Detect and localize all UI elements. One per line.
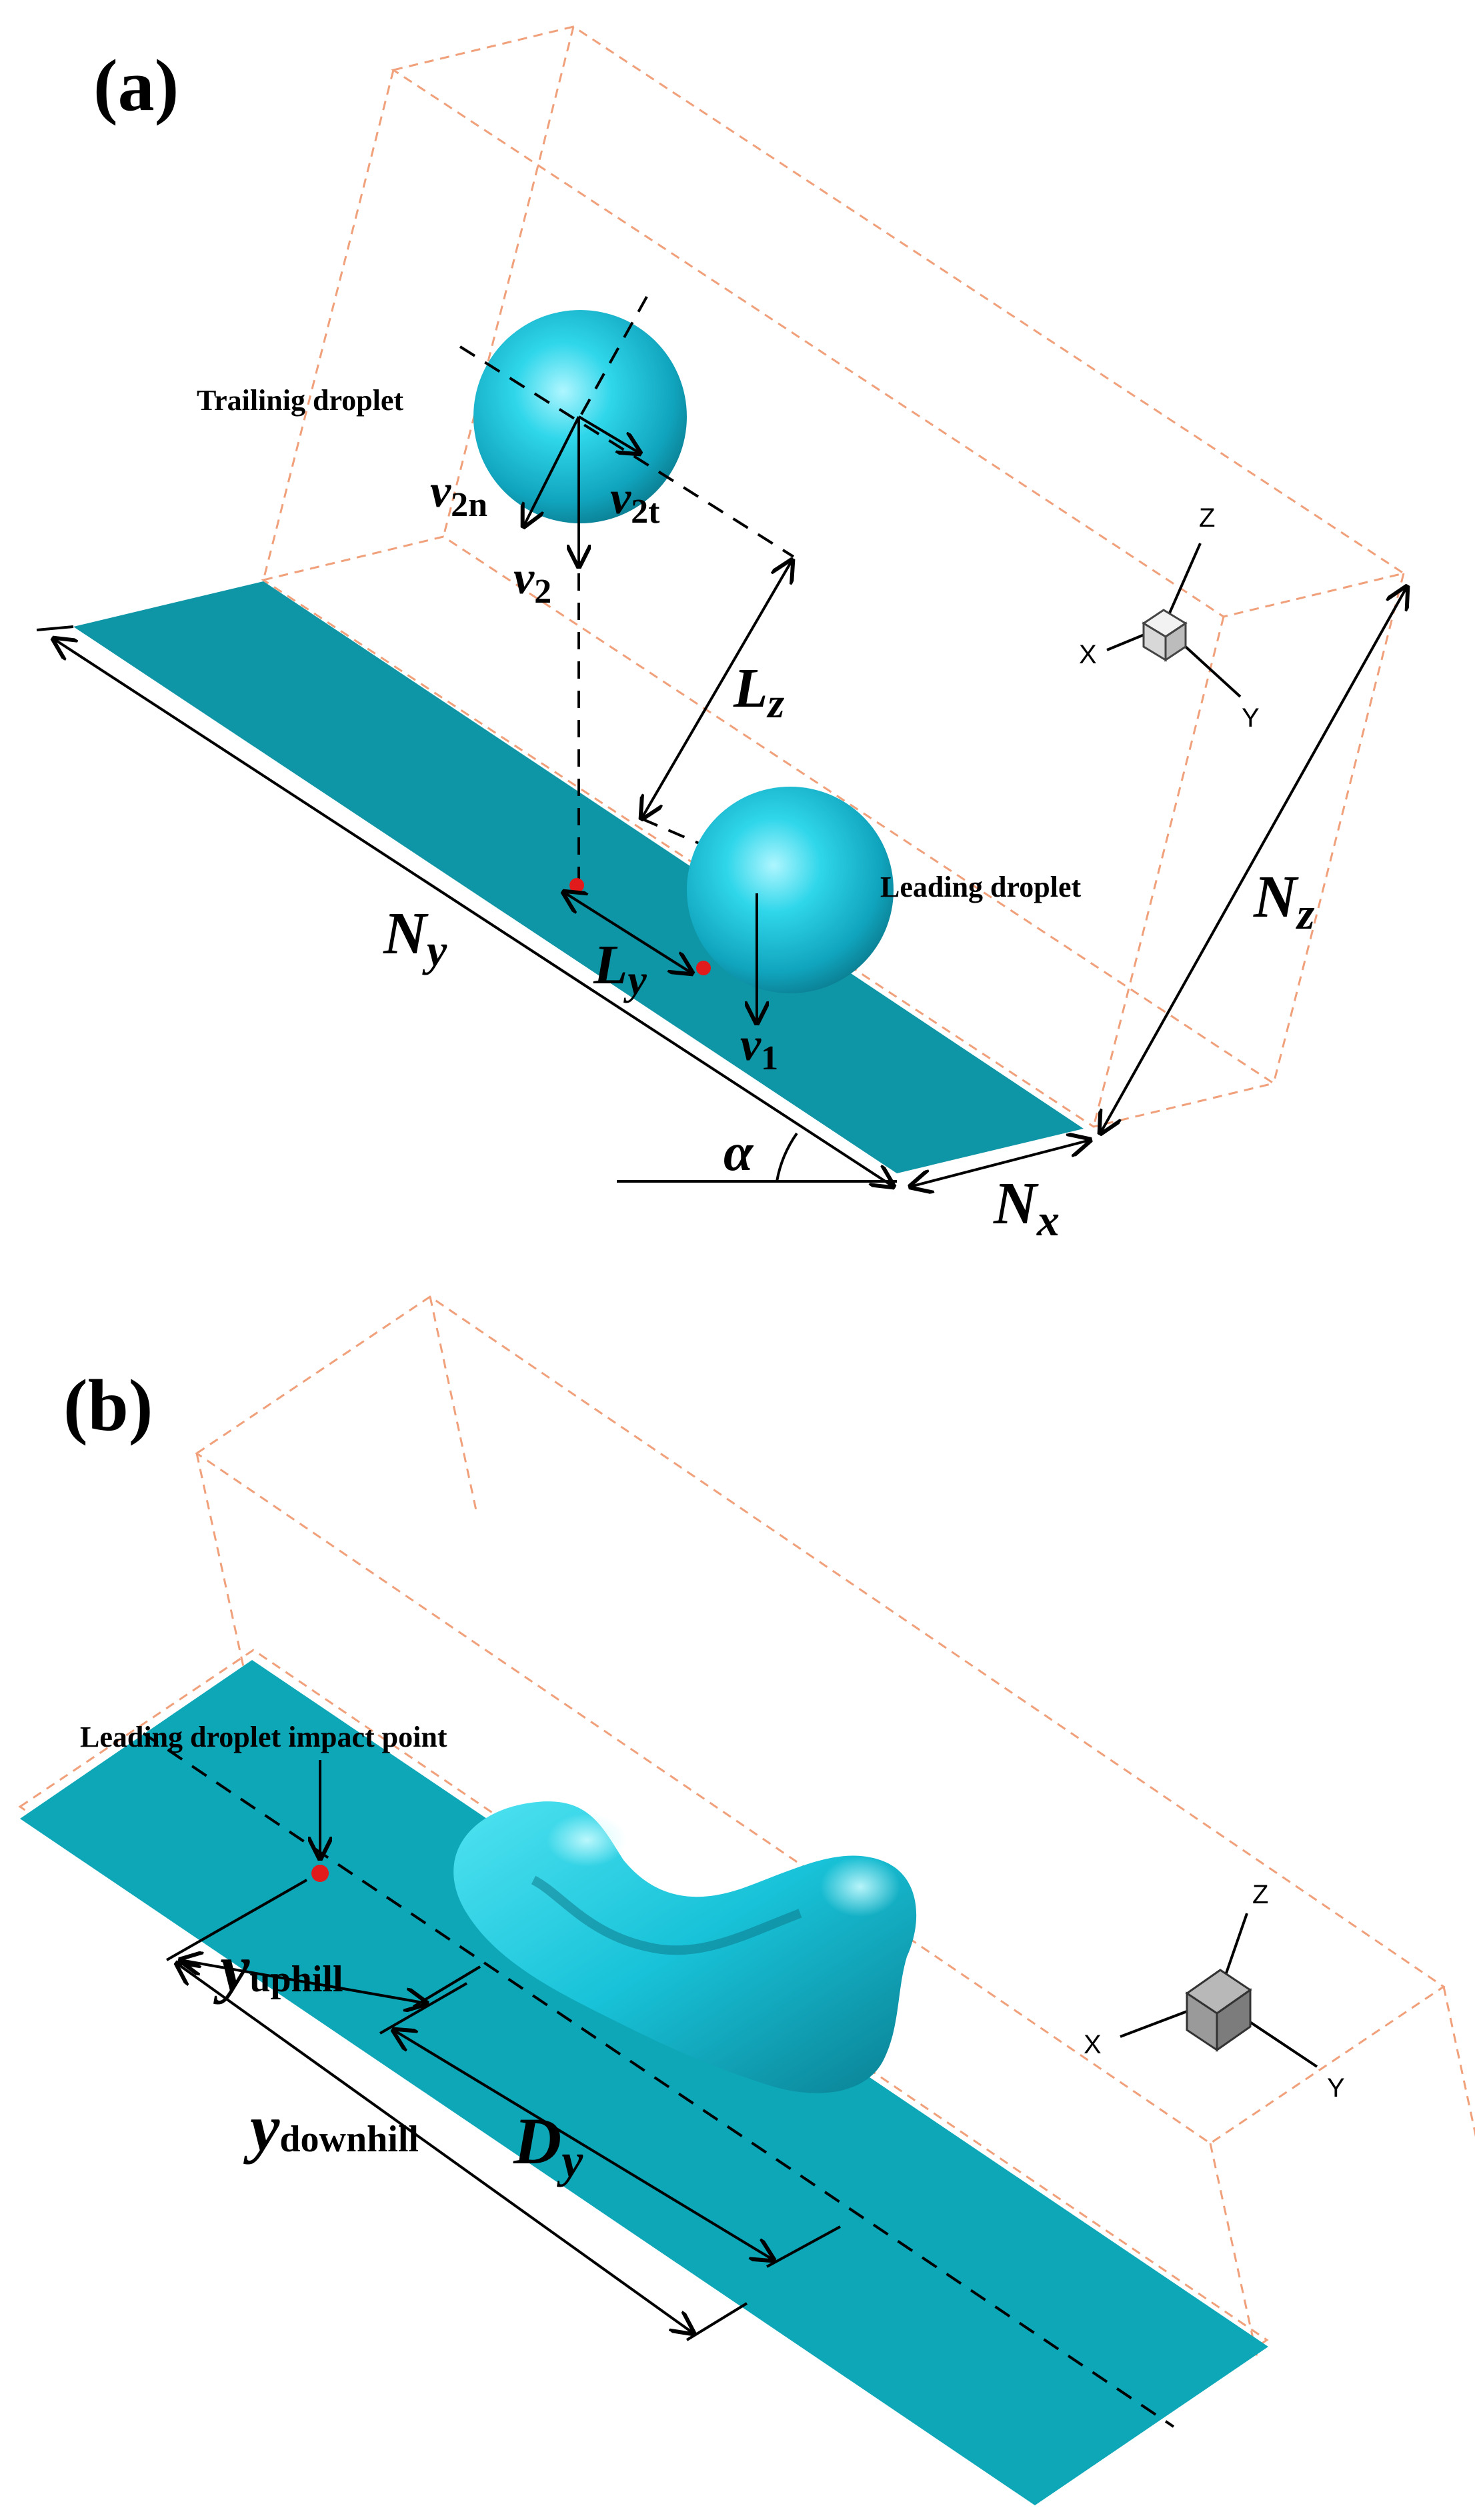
- spreading-droplet: [453, 1801, 917, 2093]
- axis-triad-a: Z Y X: [1079, 503, 1260, 733]
- axis-y-label-b: Y: [1327, 2073, 1345, 2103]
- nz-dimension-arrow: [1100, 587, 1407, 1133]
- nz-label: Nz: [1253, 864, 1315, 939]
- nx-label: Nx: [993, 1171, 1060, 1245]
- ydownhill-ext: [685, 2302, 748, 2341]
- axis-y-label-a: Y: [1242, 703, 1260, 733]
- panel-a: (a) Trailinig droplet v2n v2t v2 Lz Lead…: [36, 25, 1407, 1245]
- alpha-arc: [776, 1132, 798, 1182]
- axis-x-label-a: X: [1079, 640, 1097, 669]
- v2t-label: v2t: [610, 473, 660, 531]
- yuphill-ext-1: [166, 1879, 307, 1961]
- ny-tick-start: [36, 625, 74, 631]
- trailing-droplet-label: Trailinig droplet: [197, 384, 403, 417]
- alpha-label: α: [723, 1123, 754, 1182]
- ny-dimension-arrow: [53, 639, 894, 1187]
- leading-impact-point: [696, 961, 711, 975]
- ydownhill-label: ydownhill: [243, 2091, 419, 2165]
- trailing-impact-point: [569, 878, 584, 893]
- ny-label: Ny: [383, 901, 447, 975]
- trailing-tangent-axis: [459, 345, 795, 558]
- panel-b: (b) Leading droplet impact point yuphill: [18, 1295, 1475, 2505]
- axis-triad-b: Z Y X: [1084, 1880, 1345, 2103]
- v2t-arrow: [577, 415, 640, 453]
- leading-droplet: [687, 787, 894, 993]
- axis-z-label-b: Z: [1252, 1880, 1268, 1909]
- v2n-label: v2n: [430, 466, 487, 524]
- axis-x-label-b: X: [1084, 2030, 1102, 2059]
- v2n-arrow: [523, 416, 580, 527]
- impact-point-label: Leading droplet impact point: [80, 1721, 447, 1753]
- leading-droplet-impact-point: [311, 1865, 329, 1882]
- axis-z-label-a: Z: [1199, 503, 1215, 533]
- panel-b-label: (b): [63, 1365, 153, 1446]
- ydownhill-dimension-arrow: [177, 1963, 693, 2333]
- nx-dimension-arrow: [910, 1140, 1090, 1187]
- trailing-normal-axis: [579, 296, 648, 417]
- domain-box-a: [261, 25, 1406, 1128]
- panel-a-label: (a): [93, 45, 179, 126]
- v2-label: v2: [513, 553, 551, 611]
- lz-label: Lz: [733, 657, 784, 727]
- leading-droplet-label: Leading droplet: [880, 871, 1081, 903]
- dy-ext-2: [766, 2225, 841, 2268]
- inclined-plate-b: [20, 1660, 1268, 2505]
